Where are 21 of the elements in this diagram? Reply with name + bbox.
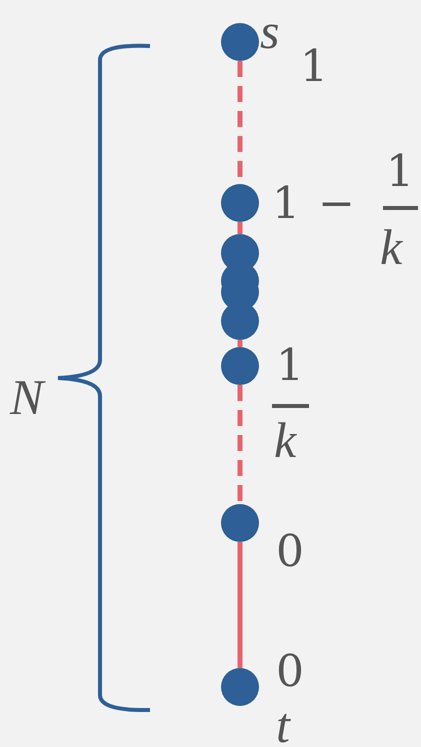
- line: [238, 340, 242, 347]
- dot: [221, 347, 259, 385]
- value-label: 1: [272, 182, 300, 226]
- line: [238, 542, 242, 668]
- value-label: 1: [386, 150, 414, 194]
- value-label: 0: [276, 530, 304, 574]
- value-label: t: [276, 700, 290, 747]
- brace-label: N: [10, 372, 44, 422]
- line: [238, 222, 242, 234]
- value-label: 1: [300, 45, 328, 89]
- value-label: s: [260, 6, 280, 56]
- value-label: k: [274, 415, 296, 465]
- dot: [221, 23, 259, 61]
- value-label: 0: [276, 650, 304, 694]
- value-label: k: [380, 222, 402, 272]
- value-label: −: [318, 182, 355, 226]
- value-label: 1: [276, 344, 304, 388]
- dot: [221, 184, 259, 222]
- dashed-line: [238, 385, 242, 504]
- dot: [221, 668, 259, 706]
- dot: [221, 504, 259, 542]
